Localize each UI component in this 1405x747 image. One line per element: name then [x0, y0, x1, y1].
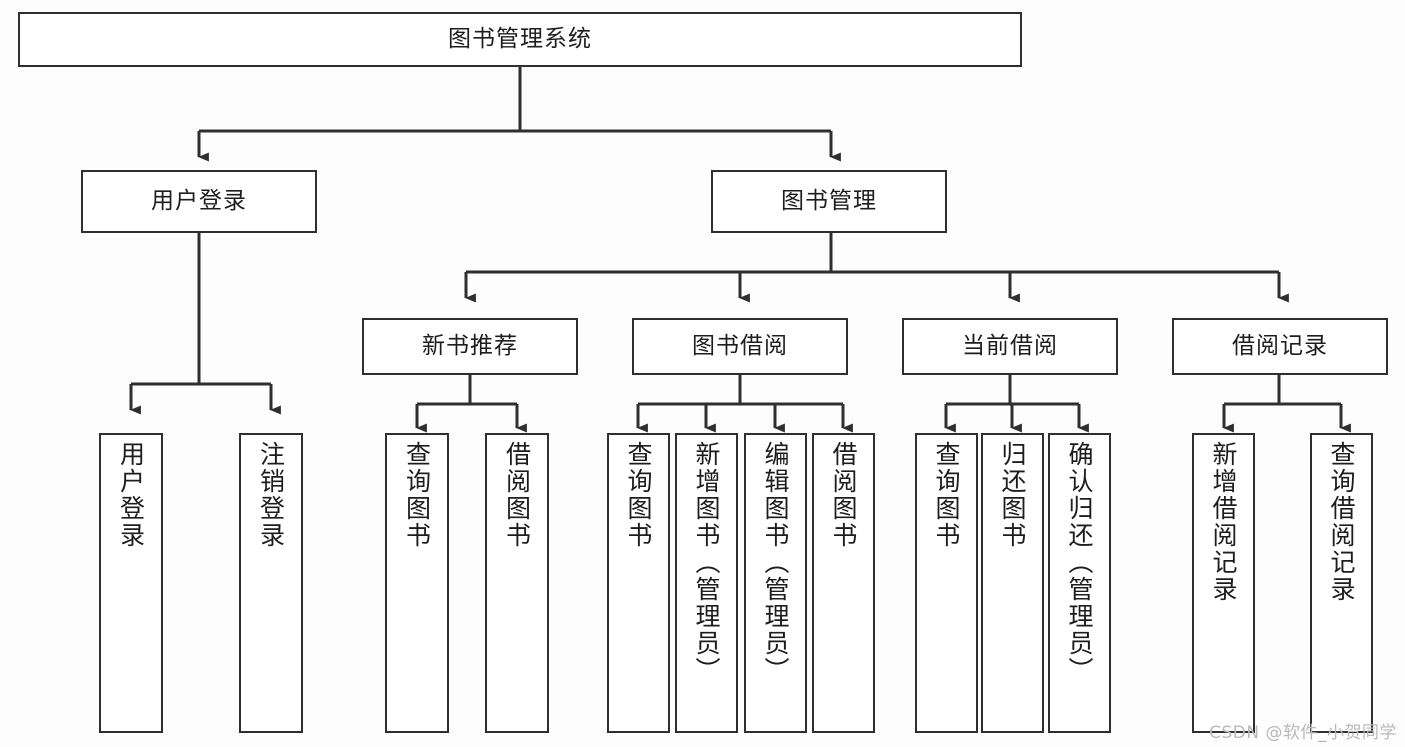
leaf-book-borrow-query-book[interactable]: 查询图书	[607, 433, 670, 733]
node-label: 新增图书（管理员）	[692, 441, 721, 684]
leaf-current-borrow-query-book[interactable]: 查询图书	[915, 433, 978, 733]
leaf-borrow-record-add-record[interactable]: 新增借阅记录	[1192, 433, 1255, 733]
node-label: 图书借阅	[692, 333, 788, 360]
node-label: 新增借阅记录	[1209, 441, 1238, 603]
node-label: 查询图书	[932, 441, 961, 549]
node-label: 当前借阅	[962, 333, 1058, 360]
node-label: 确认归还（管理员）	[1065, 441, 1094, 684]
node-book-management[interactable]: 图书管理	[711, 170, 947, 233]
node-label: 图书管理系统	[448, 26, 592, 53]
leaf-new-book-query-book[interactable]: 查询图书	[385, 433, 449, 733]
node-current-borrow[interactable]: 当前借阅	[902, 318, 1118, 375]
node-new-book-recommend[interactable]: 新书推荐	[362, 318, 578, 375]
node-label: 用户登录	[116, 441, 146, 549]
leaf-current-borrow-return-book[interactable]: 归还图书	[981, 433, 1044, 733]
leaf-new-book-borrow-book[interactable]: 借阅图书	[485, 433, 549, 733]
node-borrow-record[interactable]: 借阅记录	[1172, 318, 1388, 375]
node-label: 归还图书	[998, 441, 1027, 549]
leaf-book-borrow-edit-book-admin[interactable]: 编辑图书（管理员）	[744, 433, 807, 733]
node-label: 用户登录	[151, 188, 247, 215]
node-user-login[interactable]: 用户登录	[81, 170, 317, 233]
node-label: 查询图书	[624, 441, 653, 549]
leaf-current-borrow-confirm-return-admin[interactable]: 确认归还（管理员）	[1048, 433, 1111, 733]
node-label: 查询图书	[402, 441, 432, 549]
leaf-user-login-logout[interactable]: 注销登录	[239, 433, 303, 733]
node-label: 借阅记录	[1232, 333, 1328, 360]
node-label: 编辑图书（管理员）	[761, 441, 790, 684]
node-label: 查询借阅记录	[1327, 441, 1356, 603]
leaf-book-borrow-borrow-book[interactable]: 借阅图书	[812, 433, 875, 733]
node-root-system[interactable]: 图书管理系统	[18, 12, 1022, 67]
leaf-borrow-record-query-record[interactable]: 查询借阅记录	[1310, 433, 1373, 733]
csdn-watermark: CSDN @软件_小贺同学	[1209, 723, 1397, 743]
leaf-book-borrow-add-book-admin[interactable]: 新增图书（管理员）	[675, 433, 738, 733]
node-label: 借阅图书	[829, 441, 858, 549]
node-label: 借阅图书	[502, 441, 532, 549]
node-label: 图书管理	[781, 188, 877, 215]
node-label: 注销登录	[256, 441, 286, 549]
node-label: 新书推荐	[422, 333, 518, 360]
node-book-borrow[interactable]: 图书借阅	[632, 318, 848, 375]
leaf-user-login-login[interactable]: 用户登录	[99, 433, 163, 733]
